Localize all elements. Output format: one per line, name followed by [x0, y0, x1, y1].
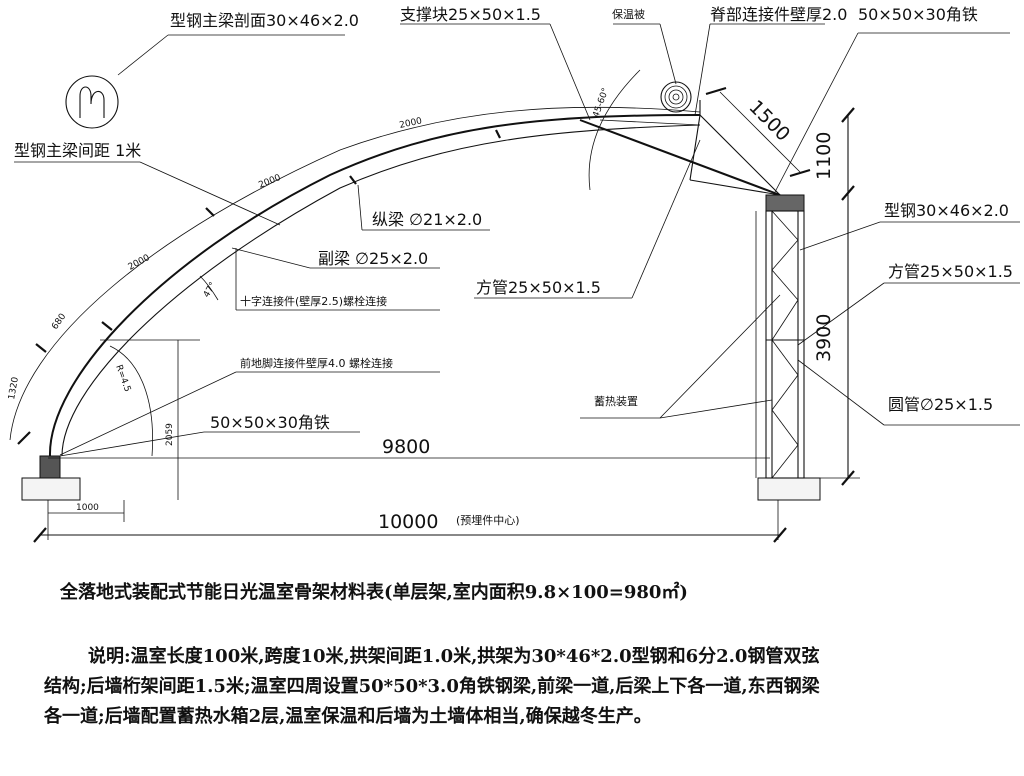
- label-aux-beam: 副梁 ∅25×2.0: [318, 249, 428, 268]
- dim-9800: 9800: [382, 436, 430, 458]
- labels: 型钢主梁剖面30×46×2.0 支撑块25×50×1.5 保温被 脊部连接件壁厚…: [14, 5, 1013, 432]
- label-longitudinal: 纵梁 ∅21×2.0: [372, 210, 482, 229]
- dim-2000-b: 2000: [257, 173, 282, 191]
- dim-angle-ridge: 45-60°: [591, 87, 611, 119]
- greenhouse-frame-drawing: 型钢主梁剖面30×46×2.0 支撑块25×50×1.5 保温被 脊部连接件壁厚…: [7, 5, 1020, 543]
- label-angle-front: 50×50×30角铁: [210, 413, 330, 432]
- dim-1100: 1100: [813, 132, 835, 180]
- front-foundation: [21, 455, 81, 501]
- rear-foundation: [757, 477, 821, 501]
- dim-1000: 1000: [76, 503, 99, 513]
- dimension-lines: [17, 69, 860, 543]
- dim-1500: 1500: [744, 96, 794, 146]
- dim-radius: R=4.5: [113, 364, 132, 394]
- label-main-beam-section: 型钢主梁剖面30×46×2.0: [170, 11, 359, 30]
- dim-2000-a: 2000: [127, 253, 152, 273]
- label-ridge-connector: 脊部连接件壁厚2.0: [710, 5, 847, 24]
- leader-lines: [14, 23, 1020, 457]
- label-wall-steel: 型钢30×46×2.0: [884, 201, 1009, 220]
- dim-10000-note: (预埋件中心): [456, 514, 520, 527]
- dim-1320: 1320: [7, 376, 21, 401]
- insulation-roll: [660, 81, 692, 113]
- label-heat-storage: 蓄热装置: [594, 395, 638, 408]
- label-wall-round: 圆管∅25×1.5: [888, 395, 993, 414]
- label-insulation: 保温被: [612, 7, 645, 21]
- dim-3900: 3900: [813, 314, 835, 362]
- rear-roof: [579, 100, 781, 196]
- rear-wall-truss: [755, 194, 805, 479]
- dim-680: 680: [50, 312, 68, 332]
- omega-profile-symbol: [65, 75, 119, 129]
- material-table-title: 全落地式装配式节能日光温室骨架材料表(单层架,室内面积9.8×100=980㎡): [60, 582, 688, 603]
- dim-2000-c: 2000: [399, 116, 424, 131]
- label-square-tube-roof: 方管25×50×1.5: [476, 278, 601, 297]
- description-paragraph: 说明:温室长度100米,跨度10米,拱架间距1.0米,拱架为30*46*2.0型…: [44, 646, 820, 727]
- dim-10000: 10000: [378, 511, 438, 533]
- label-wall-square: 方管25×50×1.5: [888, 262, 1013, 281]
- label-front-foot: 前地脚连接件壁厚4.0 螺栓连接: [240, 356, 393, 370]
- label-support: 支撑块25×50×1.5: [400, 5, 541, 24]
- arch-truss: [9, 106, 701, 457]
- label-cross-connector: 十字连接件(壁厚2.5)螺栓连接: [240, 294, 387, 308]
- label-angle-top: 50×50×30角铁: [858, 5, 978, 24]
- label-main-beam-spacing: 型钢主梁间距 1米: [14, 141, 141, 160]
- dim-2059: 2059: [165, 423, 175, 446]
